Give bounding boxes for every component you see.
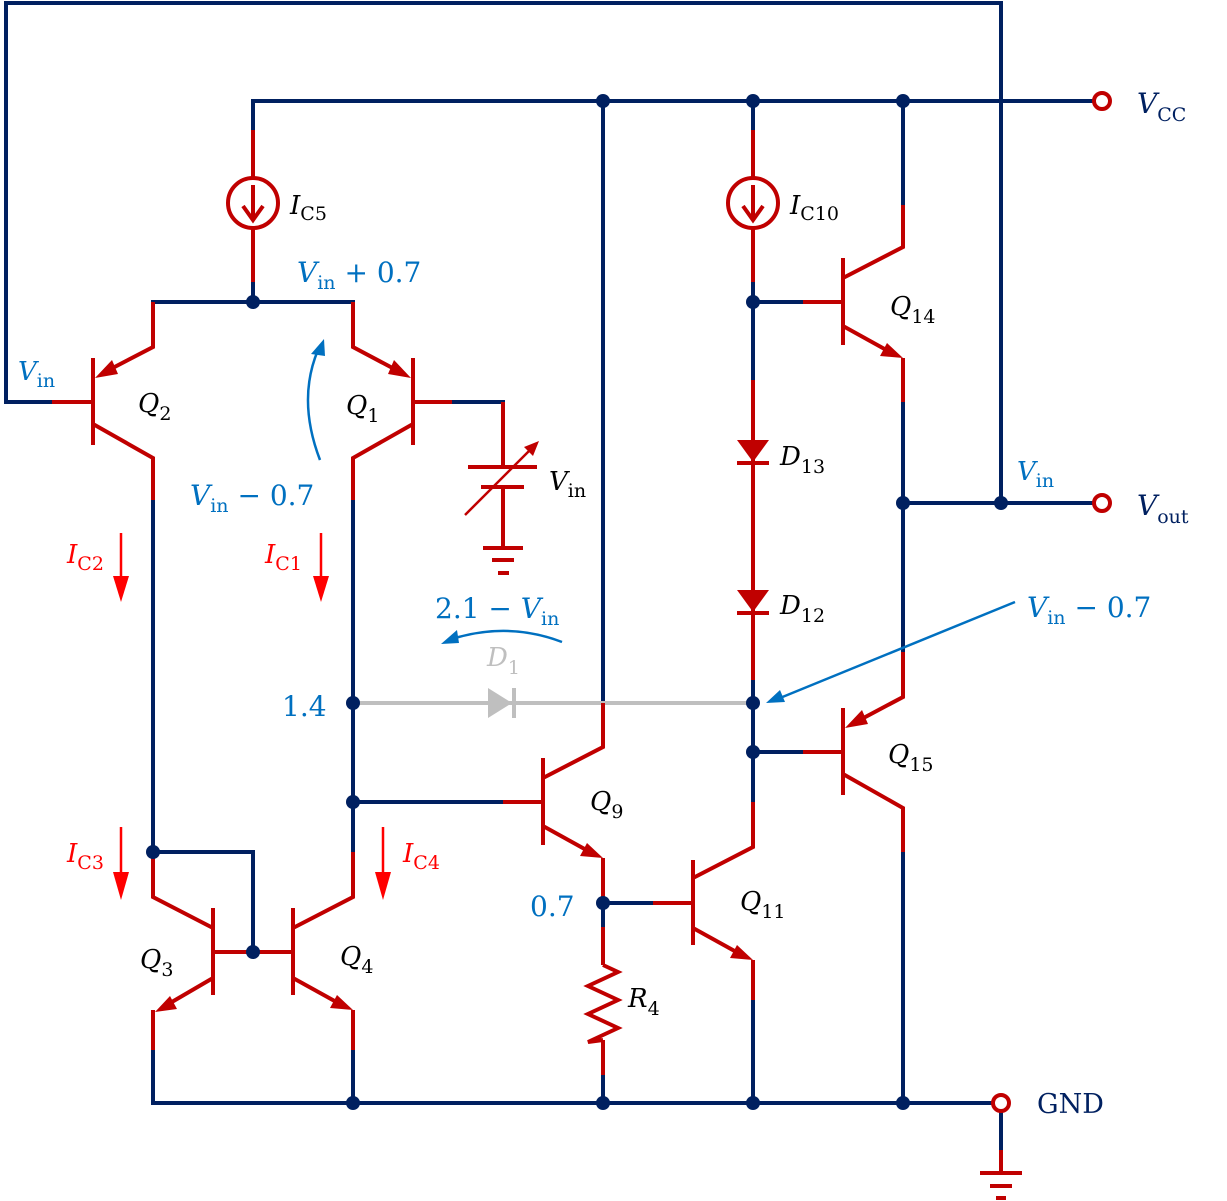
label-d12: D12 (779, 591, 825, 627)
label-gnd: GND (1037, 1089, 1104, 1120)
label-vout: Vout (1137, 489, 1189, 528)
transistor-q15 (803, 652, 905, 852)
voltage-source-vin (464, 402, 539, 575)
transistor-q11 (653, 802, 755, 1000)
resistor-r4 (583, 927, 623, 1075)
label-ic1: IC1 (264, 540, 302, 575)
label-ic3: IC3 (66, 839, 104, 874)
label-ic5: IC5 (289, 191, 327, 225)
transistor-q9 (503, 703, 605, 903)
current-arrows (113, 533, 391, 900)
label-vin-output: Vin (1017, 457, 1054, 492)
transistor-q14 (803, 205, 905, 402)
transistor-q3 (151, 852, 292, 1050)
gnd-terminal[interactable] (991, 1093, 1011, 1113)
diode-d1 (353, 688, 753, 718)
label-vin-source: Vin (549, 467, 586, 502)
label-node-0-7: 0.7 (530, 890, 575, 923)
annotation-arrows (306, 339, 1016, 703)
transistor-q2 (52, 302, 155, 500)
label-q3: Q3 (140, 945, 173, 981)
label-node-1-4: 1.4 (282, 690, 327, 723)
gnd-rail (151, 1048, 995, 1105)
label-ic4: IC4 (402, 839, 440, 874)
label-d1: D1 (486, 643, 520, 679)
vcc-rail (251, 99, 1095, 132)
node-pointer-arrow (779, 600, 1016, 700)
vbe-arrow (306, 349, 322, 461)
diode-d12 (737, 590, 769, 615)
label-ic10: IC10 (789, 191, 839, 225)
label-vin-feedback: Vin (18, 357, 55, 392)
label-q1: Q1 (346, 391, 379, 427)
label-q9: Q9 (590, 787, 623, 823)
label-vin-minus-0-7-right: Vin − 0.7 (1027, 591, 1151, 629)
label-q2: Q2 (138, 389, 171, 425)
ground-symbol (980, 1150, 1022, 1200)
vcc-terminal[interactable] (1092, 91, 1112, 111)
label-ic2: IC2 (66, 540, 104, 575)
diode-d13 (737, 380, 769, 680)
current-source-ic10 (726, 130, 780, 282)
label-q11: Q11 (740, 887, 786, 923)
label-vcc: VCC (1137, 87, 1186, 126)
transistor-q4 (291, 852, 355, 1050)
current-source-ic5 (226, 130, 280, 282)
label-d13: D13 (779, 442, 825, 478)
label-r4: R4 (627, 984, 660, 1020)
feedback-wire (4, 1, 1003, 505)
wires (4, 1, 1095, 1152)
label-vin-minus-0-7-left: Vin − 0.7 (190, 479, 314, 517)
junction-dots (146, 94, 1008, 1110)
d1-voltage-arrow (454, 629, 563, 644)
label-q14: Q14 (890, 292, 936, 328)
label-2-1-minus-vin: 2.1 − Vin (435, 592, 559, 630)
label-q15: Q15 (888, 740, 934, 776)
label-vin-plus-0-7: Vin + 0.7 (297, 256, 421, 294)
label-q4: Q4 (340, 942, 373, 978)
transistor-q1 (351, 302, 452, 500)
vout-terminal[interactable] (1092, 493, 1112, 513)
